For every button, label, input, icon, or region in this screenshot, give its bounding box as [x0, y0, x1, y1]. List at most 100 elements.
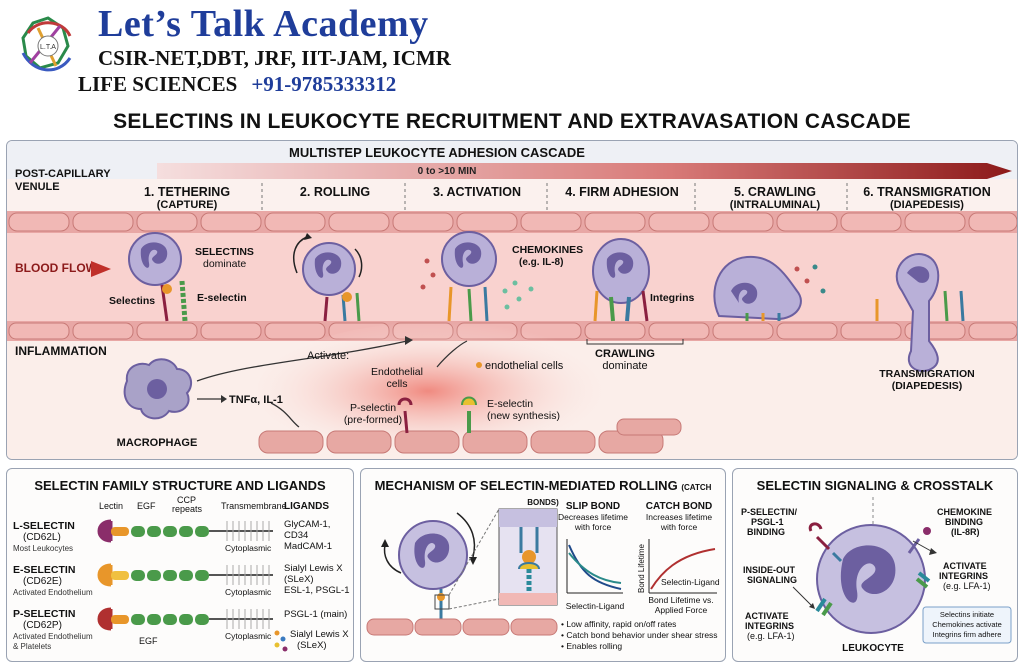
e-selectin-ligand-1: Sialyl Lewis X [284, 563, 343, 574]
e-selectin-label: E-selectin [197, 292, 247, 304]
chemokines-label-1: CHEMOKINES [512, 244, 583, 256]
l-selectin-ligand-1: GlyCAM-1, [284, 519, 330, 530]
brand-name: Let’s Talk Academy [98, 3, 429, 45]
rolling-mechanism-diagram: SLIP BOND Decreases lifetime with force … [366, 501, 720, 651]
col-ccp-label-1: CCP [177, 495, 196, 505]
crawling-bracket [586, 339, 684, 345]
activate-arrow [196, 340, 408, 382]
endothelial-cells-label-2: cells [386, 378, 407, 390]
l-selectin-where: Most Leukocytes [13, 544, 73, 553]
macrophage-label: MACROPHAGE [117, 437, 198, 449]
leukocyte-transmigrating [875, 253, 965, 372]
summary-note-box [922, 606, 1012, 644]
leukocyte-crawling [713, 255, 826, 321]
activate-left-3: (e.g. LFA-1) [747, 631, 795, 641]
note-line-2: Chemokines activate [932, 620, 1002, 629]
mechanism-panel-title: MECHANISM OF SELECTIN-MEDIATED ROLLING (… [361, 478, 725, 508]
step-3-title: 3. ACTIVATION [433, 185, 521, 199]
step-5-title: 5. CRAWLING [734, 185, 816, 199]
leukocyte-activation [420, 231, 534, 322]
phone-number: +91-9785333312 [251, 72, 397, 96]
zoom-source-box [434, 594, 450, 610]
l-selectin-name: L-SELECTIN [13, 520, 75, 532]
signaling-leukocyte [816, 524, 926, 634]
rolling-leukocyte [381, 512, 477, 619]
venule-label-2: VENULE [15, 181, 60, 193]
selectins-dominate-2: dominate [203, 258, 246, 270]
col-ligands-label: LIGANDS [284, 501, 329, 512]
catch-bond-sub-2: with force [660, 522, 698, 532]
activate-label: Activate: [307, 350, 349, 362]
mechanism-title-main: MECHANISM OF SELECTIN-MEDIATED ROLLING [374, 478, 678, 493]
l-selectin-cd: (CD62L) [23, 532, 61, 543]
step-2-title: 2. ROLLING [300, 185, 370, 199]
selectin-structure-panel: SELECTIN FAMILY STRUCTURE AND LIGANDS Le… [6, 468, 354, 662]
integrins-label: Integrins [650, 292, 694, 304]
note-line-3: Integrins firm adhere [933, 630, 1002, 639]
academy-logo: L.T.A [21, 16, 72, 72]
adhesion-cascade-panel: MULTISTEP LEUKOCYTE ADHESION CASCADE 0 t… [6, 140, 1018, 460]
activate-left-1: ACTIVATE [745, 611, 789, 621]
bullet-1: • Low affinity, rapid on/off rates [561, 619, 676, 629]
psel-binding-3: BINDING [747, 527, 785, 537]
activate-arrowhead-icon [405, 336, 413, 345]
page-title: SELECTINS IN LEUKOCYTE RECRUITMENT AND E… [113, 110, 911, 133]
subject-label: LIFE SCIENCES [78, 72, 238, 96]
selectins-label: Selectins [109, 295, 155, 307]
inflammation-label: INFLAMMATION [15, 344, 107, 358]
step-4-title: 4. FIRM ADHESION [565, 185, 678, 199]
header: L.T.A Let’s Talk Academy CSIR-NET,DBT, J… [0, 0, 1024, 108]
e-selectin-cd: (CD62E) [23, 576, 62, 587]
upper-endothelium [7, 211, 1017, 233]
step-1-sub: (CAPTURE) [157, 199, 218, 211]
col-egf-label: EGF [137, 501, 156, 511]
inside-out-2: SIGNALING [747, 575, 797, 585]
cascade-diagram: MULTISTEP LEUKOCYTE ADHESION CASCADE 0 t… [7, 141, 1017, 459]
l-selectin-row: L-SELECTIN (CD62L) Most Leukocytes Cytop… [13, 519, 332, 553]
endothelial-cells-label-1: Endothelial [371, 366, 423, 378]
p-selectin-name: P-SELECTIN [13, 608, 75, 620]
inflammation-glow [257, 321, 637, 459]
e-selectin-new-label-1: E-selectin [487, 398, 533, 410]
mechanism-endothelium [366, 618, 558, 636]
exam-list: CSIR-NET,DBT, JRF, IIT-JAM, ICMR [98, 46, 451, 70]
timeline-arrow [157, 163, 1012, 179]
leukocyte-rolling [293, 233, 363, 322]
step-1-title: 1. TETHERING [144, 185, 230, 199]
chemokine-binding-1: CHEMOKINE [937, 507, 992, 517]
structure-panel-title: SELECTIN FAMILY STRUCTURE AND LIGANDS [34, 478, 326, 493]
endothelial-cells-label: endothelial cells [485, 360, 564, 372]
p-selectin-cd: (CD62P) [23, 620, 62, 631]
mechanism-title-small: (CATCH BONDS) [527, 483, 712, 507]
chemokine-binding-3: (IL-8R) [951, 527, 980, 537]
l-selectin-cytoplasmic: Cytoplasmic [225, 543, 272, 553]
slip-bond-x-label: Selectin-Ligand [566, 601, 625, 611]
activate-right-1: ACTIVATE [943, 561, 987, 571]
zoom-line-bottom [448, 598, 500, 610]
zoomed-bond [498, 508, 558, 606]
macrophage-cell [123, 358, 193, 420]
activate-left-2: INTEGRINS [745, 621, 794, 631]
subject-line: LIFE SCIENCES +91-9785333312 [78, 72, 396, 97]
psel-binding-1: P-SELECTIN/ [741, 507, 798, 517]
signaling-diagram: LEUKOCYTE P-SELECTIN/ PSGL-1 BINDING CHE… [741, 497, 1012, 654]
p-selectin-molecule [397, 397, 413, 434]
psel-binding-2: PSGL-1 [751, 517, 784, 527]
col-lectin-label: Lectin [99, 501, 123, 511]
banner-title: MULTISTEP LEUKOCYTE ADHESION CASCADE [289, 145, 585, 160]
e-selectin-ligand-2: (SLeX) [284, 574, 314, 585]
leukocyte-tethering [128, 232, 188, 322]
selectins-dominate-1: SELECTINS [195, 246, 254, 258]
time-range: 0 to >10 MIN [418, 166, 477, 177]
slip-bond-sub-2: with force [574, 522, 612, 532]
e-selectin-new-label-2: (new synthesis) [487, 410, 560, 422]
slip-bond-title: SLIP BOND [566, 501, 620, 512]
catch-bond-curve-label: Selectin-Ligand [661, 577, 720, 587]
e-selectin-where: Activated Endothelium [13, 588, 93, 597]
integrin-right [915, 571, 931, 589]
blood-flow-arrow-icon [91, 261, 111, 277]
col-ccp-label-2: repeats [172, 504, 203, 514]
bullet-2: • Catch bond behavior under shear stress [561, 630, 718, 640]
leukocyte-firm-adhesion [592, 238, 650, 322]
e-selectin-ligand-3: ESL-1, PSGL-1 [284, 585, 349, 596]
